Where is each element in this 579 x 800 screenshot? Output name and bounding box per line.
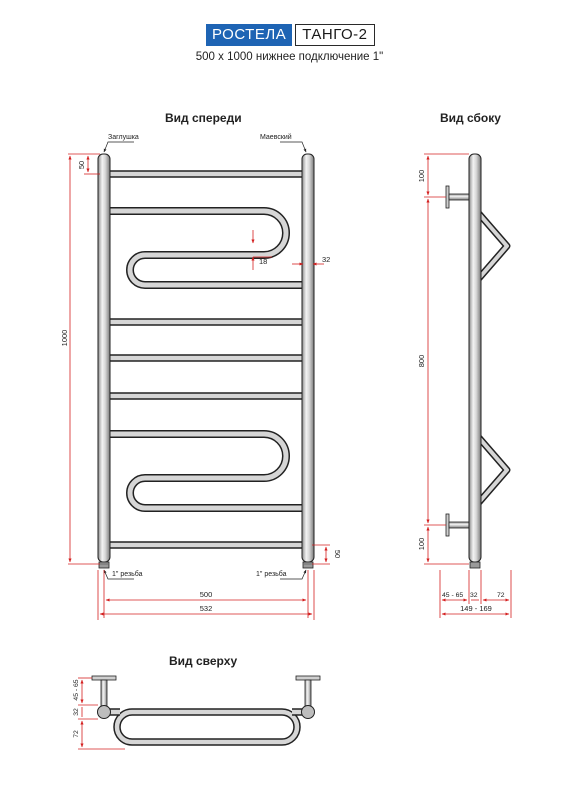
top-loop-rung <box>113 708 301 746</box>
lower-bracket-plate <box>445 513 450 537</box>
right-thread <box>302 561 314 569</box>
side-depth-dim: 72 <box>497 592 505 599</box>
bottom-offset-dim: 50 <box>333 550 342 558</box>
side-top-dim: 100 <box>417 170 426 183</box>
thread-right-label: 1" резьба <box>256 570 287 578</box>
top-left-plate <box>91 675 117 681</box>
side-offset-dim: 45 - 65 <box>442 592 463 599</box>
top-view: 45 - 65 32 72 <box>73 675 321 750</box>
side-view: 100 800 100 45 - 65 32 72 149 - 169 <box>417 153 512 618</box>
model-name: ТАНГО-2 <box>295 24 375 46</box>
lower-bracket-rod <box>448 521 470 529</box>
side-middle-dim: 800 <box>417 355 426 368</box>
top-left-rod <box>100 679 108 707</box>
plug-leader <box>103 141 134 153</box>
top-right-plate <box>295 675 321 681</box>
thread-right-leader <box>280 569 307 580</box>
side-view-title: Вид сбоку <box>440 111 501 125</box>
side-pipe-dim: 32 <box>470 592 478 599</box>
top-view-title: Вид сверху <box>169 654 238 668</box>
top-left-collector <box>97 705 111 719</box>
valve-label: Маевский <box>260 133 292 141</box>
thread-left-leader <box>103 569 134 580</box>
front-view-title: Вид спереди <box>165 111 242 125</box>
top-offset-dim: 50 <box>77 161 86 169</box>
side-total-dim: 149 - 169 <box>460 604 492 613</box>
width-axes-dim: 500 <box>200 590 213 599</box>
width-total-dim: 532 <box>200 604 213 613</box>
gap-dim: 32 <box>322 255 330 264</box>
right-collector <box>301 153 315 563</box>
height-dim: 1000 <box>60 330 69 347</box>
top-pipe-dim: 32 <box>73 708 80 716</box>
left-collector <box>97 153 111 563</box>
subtitle: 500 х 1000 нижнее подключение 1" <box>195 51 384 63</box>
top-wall-dim: 45 - 65 <box>73 679 80 700</box>
upper-bracket-plate <box>445 185 450 209</box>
side-collector <box>468 153 482 563</box>
lower-coil <box>104 430 306 512</box>
top-right-rod <box>304 679 312 707</box>
side-bottom-dim: 100 <box>417 538 426 551</box>
top-right-collector <box>301 705 315 719</box>
upper-bracket-rod <box>448 193 470 201</box>
brand-name: РОСТЕЛА <box>206 24 293 46</box>
valve-leader <box>280 141 307 153</box>
top-depth-dim: 72 <box>73 730 80 738</box>
front-view: Заглушка Маевский 1" резьба 1" резьба <box>60 133 342 620</box>
brand-header: РОСТЕЛА ТАНГО-2 <box>206 24 375 46</box>
bend-dim: 18 <box>259 257 267 266</box>
thread-left-label: 1" резьба <box>112 570 143 578</box>
plug-label: Заглушка <box>108 134 139 141</box>
left-thread <box>98 561 110 569</box>
upper-coil <box>104 207 306 289</box>
